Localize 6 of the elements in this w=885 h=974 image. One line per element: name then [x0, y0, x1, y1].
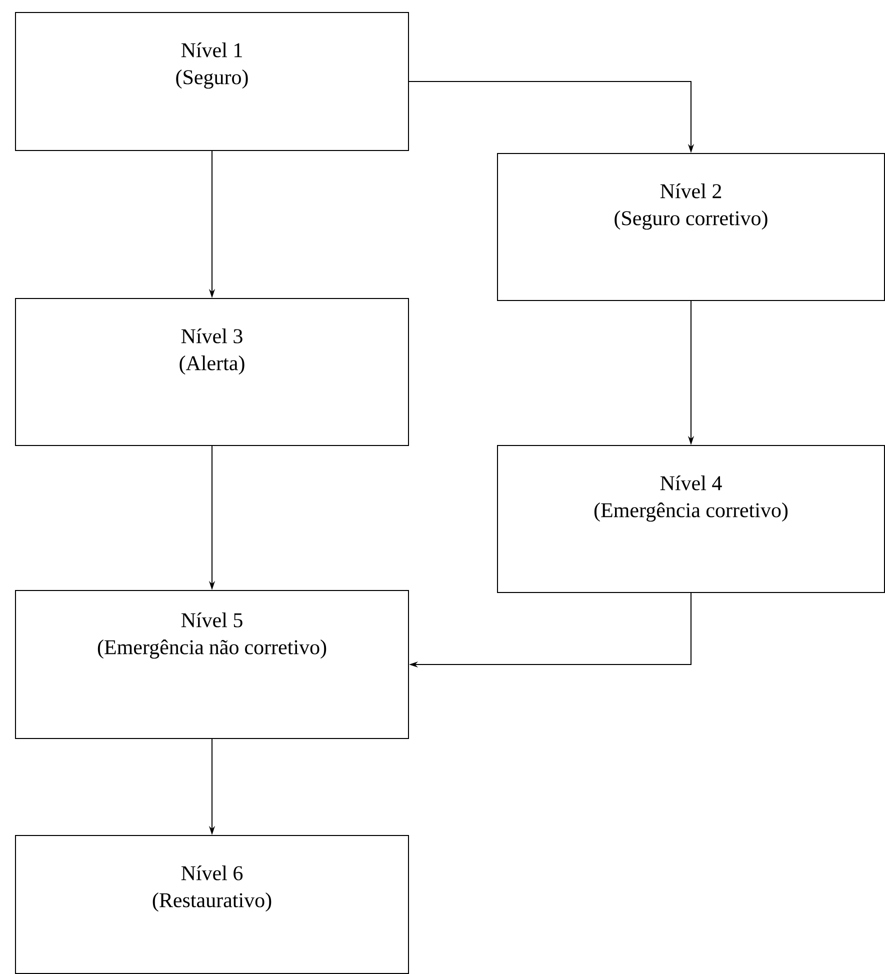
level-box: Nível 3 (Alerta) — [15, 298, 409, 446]
level-box: Nível 2 (Seguro corretivo) — [497, 153, 885, 301]
level-box: Nível 1 (Seguro) — [15, 12, 409, 151]
level-box: Nível 5 (Emergência não corretivo) — [15, 590, 409, 739]
level-box: Nível 6 (Restaurativo) — [15, 835, 409, 974]
level-box: Nível 4 (Emergência corretivo) — [497, 445, 885, 593]
